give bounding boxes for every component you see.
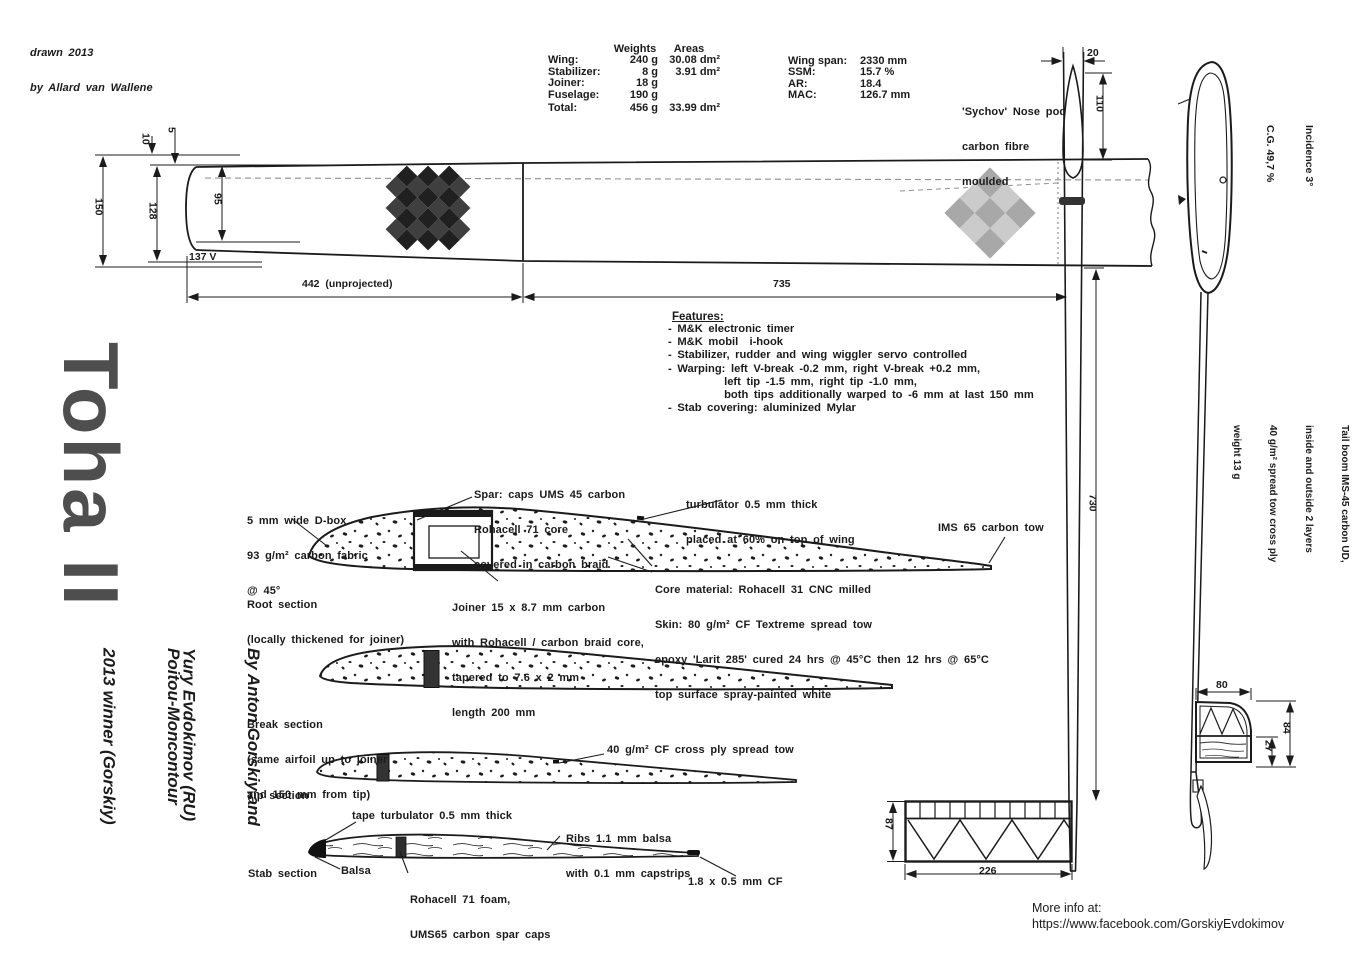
- break-section-caption: Break section (same airfoil up to joiner…: [247, 719, 388, 801]
- dim-root-chord: 137 V: [189, 251, 217, 263]
- weights-table-header: Weights Areas: [548, 43, 720, 55]
- dim-pod-height: 110: [1093, 95, 1106, 112]
- dim-150: 150: [92, 198, 105, 216]
- break-joint-band: [423, 650, 440, 688]
- spar-note: Spar: caps UMS 45 carbon Rohacell 71 cor…: [474, 489, 626, 571]
- ims-note: IMS 65 carbon tow: [938, 522, 1044, 534]
- specs-table: Wing span:2330 mm SSM:15.7 % AR:18.4 MAC…: [788, 55, 911, 102]
- tip-airfoil-section: [316, 751, 797, 784]
- nose-pod-note: 'Sychov' Nose pod carbon fibre moulded: [962, 106, 1067, 188]
- dbox-note: 5 mm wide D-box 93 g/m² carbon fabric @ …: [247, 515, 368, 597]
- dim-5: 5: [165, 127, 178, 133]
- drawing-credit: drawn 2013 by Allard van Wallene: [30, 25, 153, 118]
- drawing-credit-line2: by Allard van Wallene: [30, 81, 153, 94]
- dim-boom-length: 730: [1086, 494, 1099, 512]
- wing-break-wavy-edge: [1147, 158, 1156, 267]
- rohacell-note: Rohacell 71 foam, UMS65 carbon spar caps…: [410, 894, 551, 941]
- root-airfoil-section: [307, 506, 992, 573]
- crossply-note: 40 g/m² CF cross ply spread tow: [607, 744, 794, 756]
- core-skin-note: Core material: Rohacell 31 CNC milled Sk…: [655, 584, 989, 701]
- dim-95: 95: [211, 193, 224, 205]
- stab-spar-band: [395, 836, 407, 858]
- spec-row: MAC:126.7 mm: [788, 89, 911, 102]
- joiner-note: Joiner 15 x 8.7 mm carbon with Rohacell …: [452, 602, 644, 719]
- rudder-blade: [1196, 784, 1213, 870]
- weights-areas-table: Weights Areas Wing: 240 g 30.08 dm² Stab…: [548, 43, 720, 115]
- tow-hook: [1178, 195, 1186, 205]
- spec-row: SSM:15.7 %: [788, 66, 895, 79]
- wing-mount-connector: [1059, 197, 1085, 205]
- fin-dimension-lines: [1195, 688, 1296, 768]
- table-row: Fuselage: 190 g: [548, 88, 658, 101]
- features-list: Features: - M&K electronic timer - M&K m…: [668, 311, 1034, 415]
- balsa-label: Balsa: [341, 865, 371, 877]
- dim-span-outer: 735: [773, 278, 791, 290]
- table-row: Stabilizer: 8 g 3.91 dm²: [548, 65, 720, 78]
- drawing-credit-line1: drawn 2013: [30, 47, 94, 60]
- footer-info: More info at: https://www.facebook.com/G…: [1032, 900, 1284, 932]
- trailing-edge: [195, 249, 1153, 267]
- table-row: Joiner: 18 g: [548, 77, 658, 90]
- fuselage-boom-front-view: [1062, 51, 1085, 872]
- tail-boom-note: Tail boom IMS-45 carbon UD, inside and o…: [1231, 425, 1350, 563]
- dim-fin-width: 80: [1216, 679, 1228, 691]
- balsa-nose-cap: [308, 839, 326, 858]
- spec-row: Wing span:2330 mm: [788, 55, 908, 67]
- stabilizer-plan-view: [887, 800, 1073, 880]
- stab-te-cf-strip: [687, 850, 700, 855]
- timer-screw: [1219, 176, 1227, 184]
- tape-turbulator-note: tape turbulator 0.5 mm thick: [352, 810, 513, 822]
- tip-spar-band: [376, 754, 390, 782]
- dim-pod-width: 20: [1087, 47, 1099, 59]
- stab-airfoil-section: [308, 833, 700, 859]
- leader-lines: [291, 496, 1006, 877]
- break-airfoil-section: [318, 645, 893, 691]
- wing-dimension-lines: [95, 131, 1067, 303]
- dim-128: 128: [146, 202, 159, 220]
- dim-stab-width: 226: [979, 865, 997, 877]
- dim-fin-height: 84: [1280, 722, 1293, 734]
- wing-plan-view: [185, 158, 1156, 267]
- pod-boom-dimension-lines: [1041, 47, 1112, 801]
- fuselage-side-view: [1177, 60, 1296, 870]
- stab-truss-zigzag: [907, 818, 1071, 861]
- event-credit: Poitou-Moncontour 2013 winner (Gorskiy): [99, 648, 184, 825]
- footer-url: https://www.facebook.com/GorskiyEvdokimo…: [1032, 917, 1285, 931]
- incidence-note: Incidence 3° C.G. 49,7 %: [1264, 125, 1315, 187]
- dim-rudder-height: 27: [1262, 740, 1275, 752]
- nose-pod-inner-line: [1194, 72, 1228, 280]
- fin-inner-line: [1199, 705, 1248, 759]
- table-row: Wing: 240 g 30.08 dm²: [548, 54, 720, 67]
- tail-boom-side-left: [1190, 291, 1202, 773]
- dim-10: 10: [139, 133, 152, 145]
- weights-header: Weights: [613, 43, 657, 55]
- wingtip-cap: [185, 166, 197, 251]
- authors-credit: By Anton Gorskiy and Yury Evdokimov (RU): [179, 648, 264, 826]
- footer-label: More info at:: [1032, 901, 1102, 915]
- table-row-total: Total: 456 g 33.99 dm²: [548, 102, 720, 115]
- fin-truss: [1199, 706, 1245, 736]
- areas-header: Areas: [673, 43, 705, 55]
- tip-turbulator-mark: [553, 760, 559, 764]
- stab-dimension-lines: [887, 801, 1073, 880]
- ribs-note: Ribs 1.1 mm balsa with 0.1 mm capstrips: [566, 833, 691, 880]
- page-title: Toha II: [47, 342, 135, 609]
- cf-strip-note: 1.8 x 0.5 mm CF: [688, 876, 783, 888]
- spec-row: AR:18.4: [788, 77, 882, 90]
- stab-section-caption: Stab section: [248, 868, 318, 880]
- joiner-pocket: [428, 525, 480, 559]
- turbulator-mark: [636, 515, 645, 521]
- dim-span-inner: 442 (unprojected): [302, 278, 393, 290]
- turbulator-note: turbulator 0.5 mm thick placed at 60% on…: [686, 499, 855, 546]
- root-section-caption: Root section (locally thickened for join…: [247, 599, 405, 646]
- features-heading: Features:: [672, 311, 724, 323]
- tip-section-caption: Tip section: [247, 790, 309, 802]
- dim-stab-height: 87: [882, 818, 895, 830]
